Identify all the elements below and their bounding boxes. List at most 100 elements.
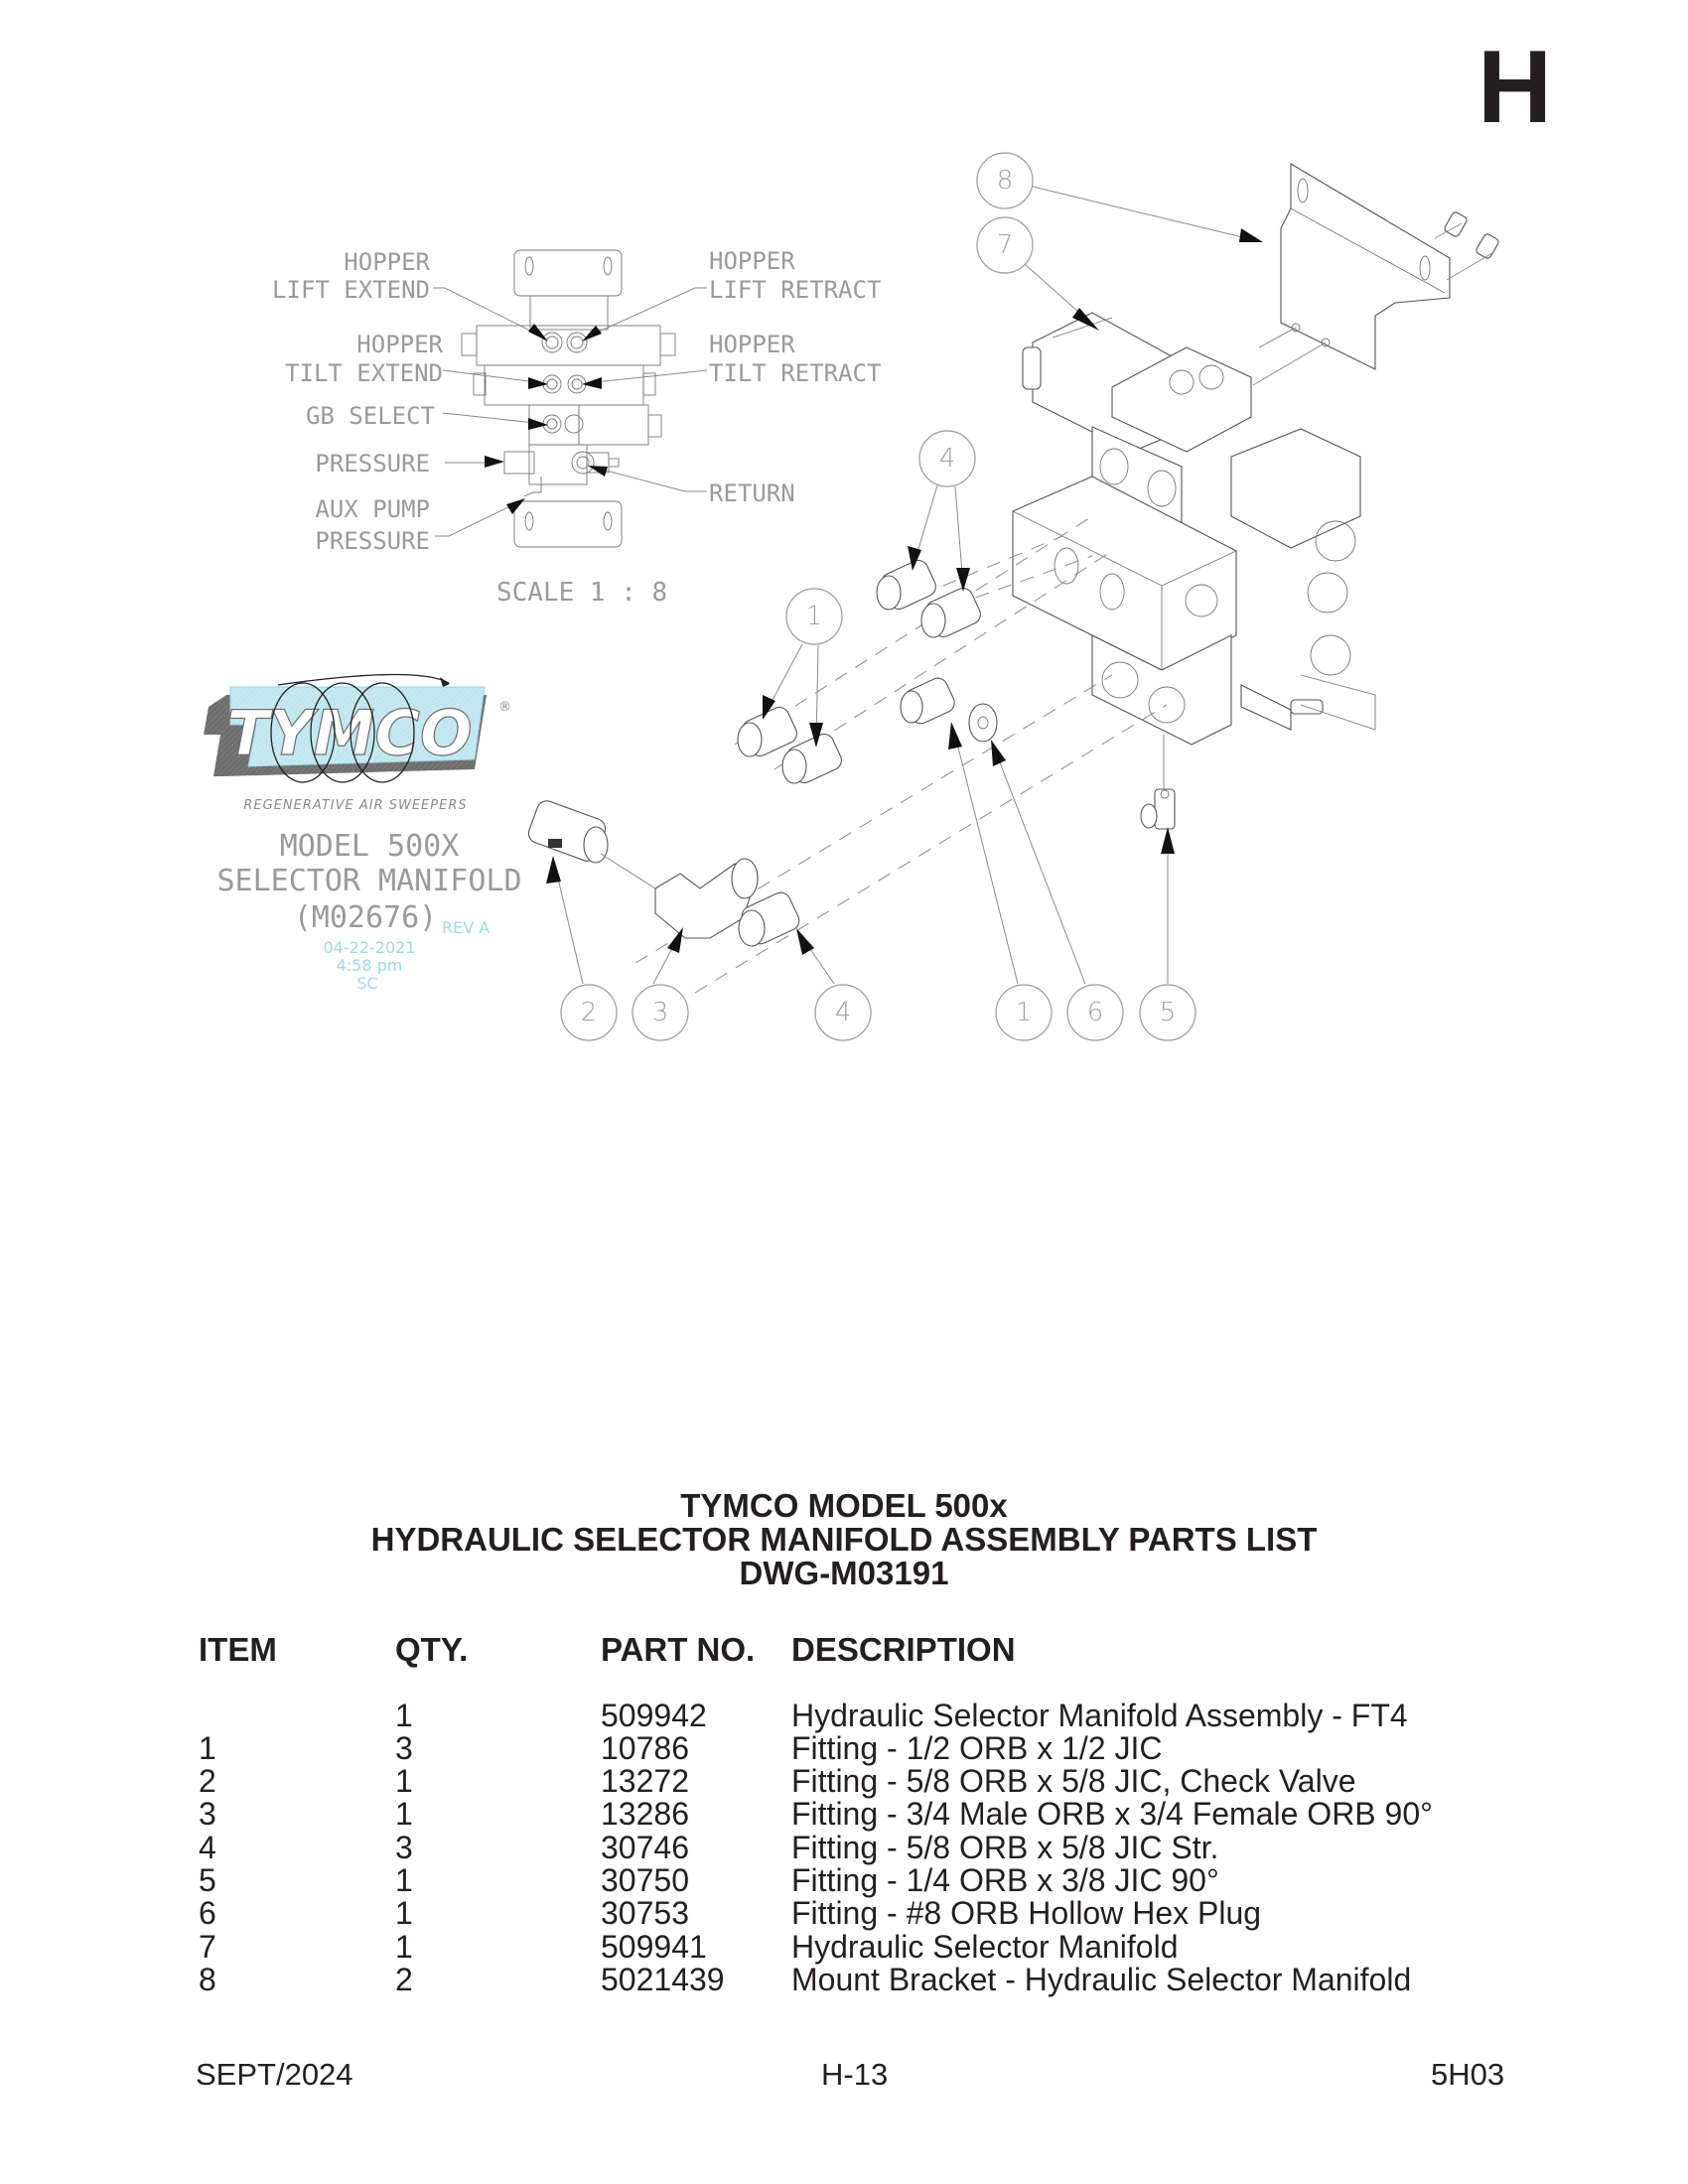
callout-leaders (546, 186, 1263, 985)
cell-qty: 1 (395, 1763, 413, 1799)
fitting-4-upper (876, 559, 981, 638)
column-header-item: ITEM (199, 1631, 277, 1668)
section-letter: H (1477, 30, 1553, 145)
label-hopper-lift-extend-2: LIFT EXTEND (272, 276, 430, 304)
cell-qty: 1 (395, 1862, 413, 1898)
title-line-2: HYDRAULIC SELECTOR MANIFOLD ASSEMBLY PAR… (370, 1521, 1318, 1558)
cell-description: Mount Bracket - Hydraulic Selector Manif… (791, 1962, 1412, 1997)
cell-item: 3 (199, 1796, 216, 1832)
cell-qty: 3 (395, 1730, 413, 1766)
callout-1-upper: 1 (785, 588, 843, 645)
cell-description: Fitting - #8 ORB Hollow Hex Plug (791, 1895, 1262, 1931)
callout-2: 2 (560, 984, 618, 1041)
callout-1-lower: 1 (995, 984, 1053, 1041)
table-row: 5 1 30750 Fitting - 1/4 ORB x 3/8 JIC 90… (0, 1864, 1688, 1897)
footer-date: SEPT/2024 (196, 2057, 353, 2092)
title-line-3: DWG-M03191 (739, 1555, 949, 1591)
cell-qty: 1 (395, 1929, 413, 1965)
registered-mark: ® (498, 700, 511, 715)
table-row: 8 2 5021439 Mount Bracket - Hydraulic Se… (0, 1964, 1688, 1996)
svg-text:3: 3 (652, 998, 669, 1027)
drawing-stamp: MODEL 500X SELECTOR MANIFOLD (M02676) RE… (216, 829, 521, 993)
cell-item: 7 (199, 1929, 216, 1965)
footer-code: 5H03 (1431, 2057, 1505, 2092)
callout-3: 3 (632, 984, 689, 1041)
label-hopper-tilt-extend-2: TILT EXTEND (285, 359, 443, 387)
cell-part-no: 5021439 (601, 1962, 725, 1997)
callout-7: 7 (976, 216, 1034, 274)
column-header-part-no: PART NO. (601, 1631, 756, 1668)
svg-text:8: 8 (997, 166, 1014, 196)
cell-qty: 3 (395, 1830, 413, 1865)
stamp-date: 04-22-2021 (324, 938, 416, 957)
label-aux-pump-1: AUX PUMP (315, 495, 430, 523)
column-header-description: DESCRIPTION (791, 1631, 1016, 1668)
cell-description: Hydraulic Selector Manifold (791, 1929, 1179, 1965)
cell-description: Fitting - 1/2 ORB x 1/2 JIC (791, 1730, 1163, 1766)
callout-4-lower: 4 (814, 984, 872, 1041)
cell-part-no: 13272 (601, 1763, 689, 1799)
stamp-time: 4:58 pm (337, 956, 403, 975)
logo-tagline: REGENERATIVE AIR SWEEPERS (243, 798, 467, 813)
table-row: 4 3 30746 Fitting - 5/8 ORB x 5/8 JIC St… (0, 1832, 1688, 1864)
check-valve-fitting (527, 800, 609, 864)
cell-part-no: 10786 (601, 1730, 689, 1766)
cell-item: 2 (199, 1763, 216, 1799)
tymco-logo: TYMCO ® REGENERATIVE AIR SWEEPERS (204, 673, 511, 813)
callout-8: 8 (976, 152, 1034, 209)
cell-qty: 1 (395, 1796, 413, 1832)
title-line-1: TYMCO MODEL 500x (680, 1487, 1008, 1524)
cell-item: 6 (199, 1895, 216, 1931)
svg-text:6: 6 (1087, 998, 1104, 1027)
cell-part-no: 30750 (601, 1862, 689, 1898)
cell-item: 8 (199, 1962, 216, 1997)
stamp-name: SELECTOR MANIFOLD (216, 864, 521, 898)
cell-description: Fitting - 1/4 ORB x 3/8 JIC 90° (791, 1862, 1219, 1898)
cell-part-no: 30753 (601, 1895, 689, 1931)
fitting-1-upper (737, 706, 842, 784)
cell-description: Fitting - 5/8 ORB x 5/8 JIC, Check Valve (791, 1763, 1356, 1799)
mount-bracket (1280, 163, 1451, 370)
scale-label: SCALE 1 : 8 (496, 578, 667, 608)
elbow-fitting (654, 863, 756, 939)
label-pressure: PRESSURE (315, 450, 430, 478)
cell-description: Fitting - 5/8 ORB x 5/8 JIC Str. (791, 1830, 1219, 1865)
cell-qty: 2 (395, 1962, 413, 1997)
svg-text:7: 7 (997, 230, 1014, 260)
label-hopper-tilt-retract-1: HOPPER (709, 331, 795, 358)
label-hopper-tilt-extend-1: HOPPER (356, 331, 443, 358)
cell-description: Hydraulic Selector Manifold Assembly - F… (791, 1698, 1408, 1733)
cell-item: 4 (199, 1830, 216, 1865)
label-aux-pump-2: PRESSURE (315, 527, 430, 555)
inset-front-view: HOPPER LIFT EXTEND HOPPER TILT EXTEND GB… (272, 247, 881, 608)
parts-list-title: TYMCO MODEL 500x HYDRAULIC SELECTOR MANI… (0, 1489, 1688, 1590)
table-row: 1 3 10786 Fitting - 1/2 ORB x 1/2 JIC (0, 1732, 1688, 1765)
callout-6: 6 (1066, 984, 1124, 1041)
svg-text:1: 1 (806, 602, 823, 631)
stamp-code: (M02676) (294, 900, 438, 935)
footer-page-number: H-13 (821, 2057, 889, 2092)
cell-item: 1 (199, 1730, 216, 1766)
svg-text:5: 5 (1160, 998, 1177, 1027)
label-hopper-lift-retract-1: HOPPER (709, 247, 795, 275)
cell-part-no: 509941 (601, 1929, 707, 1965)
exploded-assembly-drawing: HOPPER LIFT EXTEND HOPPER TILT EXTEND GB… (204, 152, 1499, 1041)
cell-item: 5 (199, 1862, 216, 1898)
label-hopper-lift-extend-1: HOPPER (344, 248, 430, 276)
table-row: 2 1 13272 Fitting - 5/8 ORB x 5/8 JIC, C… (0, 1765, 1688, 1798)
cell-qty: 1 (395, 1895, 413, 1931)
label-hopper-tilt-retract-2: TILT RETRACT (709, 359, 881, 387)
svg-text:4: 4 (835, 998, 852, 1027)
svg-text:4: 4 (939, 444, 956, 474)
svg-text:2: 2 (581, 998, 598, 1027)
stamp-rev: REV A (442, 918, 490, 937)
stamp-initials: SC (356, 974, 377, 993)
hollow-hex-plug (968, 703, 998, 743)
table-row: 6 1 30753 Fitting - #8 ORB Hollow Hex Pl… (0, 1897, 1688, 1930)
callout-5: 5 (1139, 984, 1196, 1041)
cell-part-no: 13286 (601, 1796, 689, 1832)
label-hopper-lift-retract-2: LIFT RETRACT (709, 276, 881, 304)
callout-4-upper: 4 (918, 430, 976, 487)
label-return: RETURN (709, 479, 795, 507)
table-row: 7 1 509941 Hydraulic Selector Manifold (0, 1931, 1688, 1964)
